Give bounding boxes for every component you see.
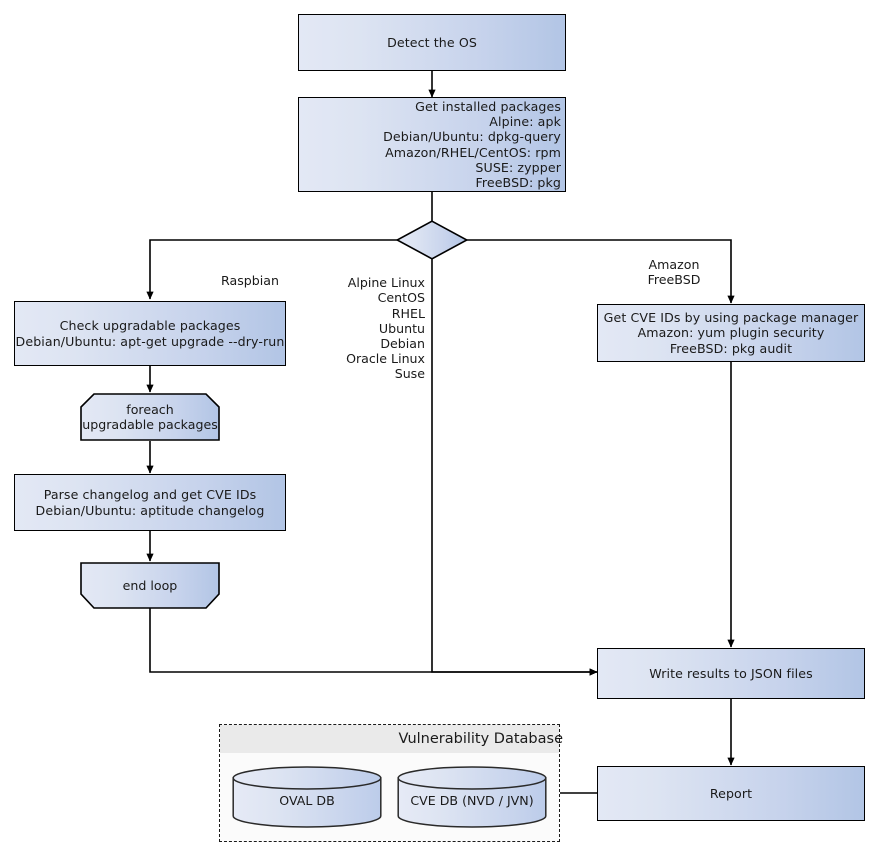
node-report-label: Report	[709, 785, 753, 801]
node-detect-os-label: Detect the OS	[387, 34, 477, 50]
node-parse-changelog-label: Parse changelog and get CVE IDs Debian/U…	[35, 487, 265, 518]
edge-label-raspbian: Raspbian	[221, 273, 279, 289]
node-foreach-loop[interactable]: foreach upgradable packages	[80, 393, 220, 441]
node-get-installed-packages-label: Get installed packages Alpine: apk Debia…	[383, 98, 561, 190]
database-oval-db-label: OVAL DB	[279, 792, 335, 808]
node-get-cve-ids[interactable]: Get CVE IDs by using package manager Ama…	[597, 304, 865, 362]
node-get-installed-packages[interactable]: Get installed packages Alpine: apk Debia…	[298, 97, 566, 192]
edge-label-amazon-freebsd: Amazon FreeBSD	[647, 257, 701, 288]
database-oval-db[interactable]: OVAL DB	[232, 766, 382, 828]
vulnerability-database-title: Vulnerability Database	[398, 731, 563, 747]
node-report[interactable]: Report	[597, 766, 865, 821]
node-write-results-label: Write results to JSON files	[649, 665, 813, 681]
node-get-cve-ids-label: Get CVE IDs by using package manager Ama…	[603, 310, 859, 356]
node-os-decision[interactable]	[395, 220, 469, 260]
edge-label-middle-os-list: Alpine Linux CentOS RHEL Ubuntu Debian O…	[346, 275, 425, 382]
node-parse-changelog[interactable]: Parse changelog and get CVE IDs Debian/U…	[14, 474, 286, 531]
node-check-upgradable-packages[interactable]: Check upgradable packages Debian/Ubuntu:…	[14, 301, 286, 366]
node-detect-os[interactable]: Detect the OS	[298, 14, 566, 71]
database-cve-db[interactable]: CVE DB (NVD / JVN)	[397, 766, 547, 828]
node-write-results[interactable]: Write results to JSON files	[597, 648, 865, 699]
vulnerability-database-header: Vulnerability Database	[220, 725, 563, 753]
node-foreach-loop-label: foreach upgradable packages	[82, 401, 218, 432]
node-end-loop-label: end loop	[122, 577, 178, 593]
database-cve-db-label: CVE DB (NVD / JVN)	[410, 792, 534, 808]
node-check-upgradable-packages-label: Check upgradable packages Debian/Ubuntu:…	[15, 318, 285, 349]
node-end-loop[interactable]: end loop	[80, 562, 220, 609]
